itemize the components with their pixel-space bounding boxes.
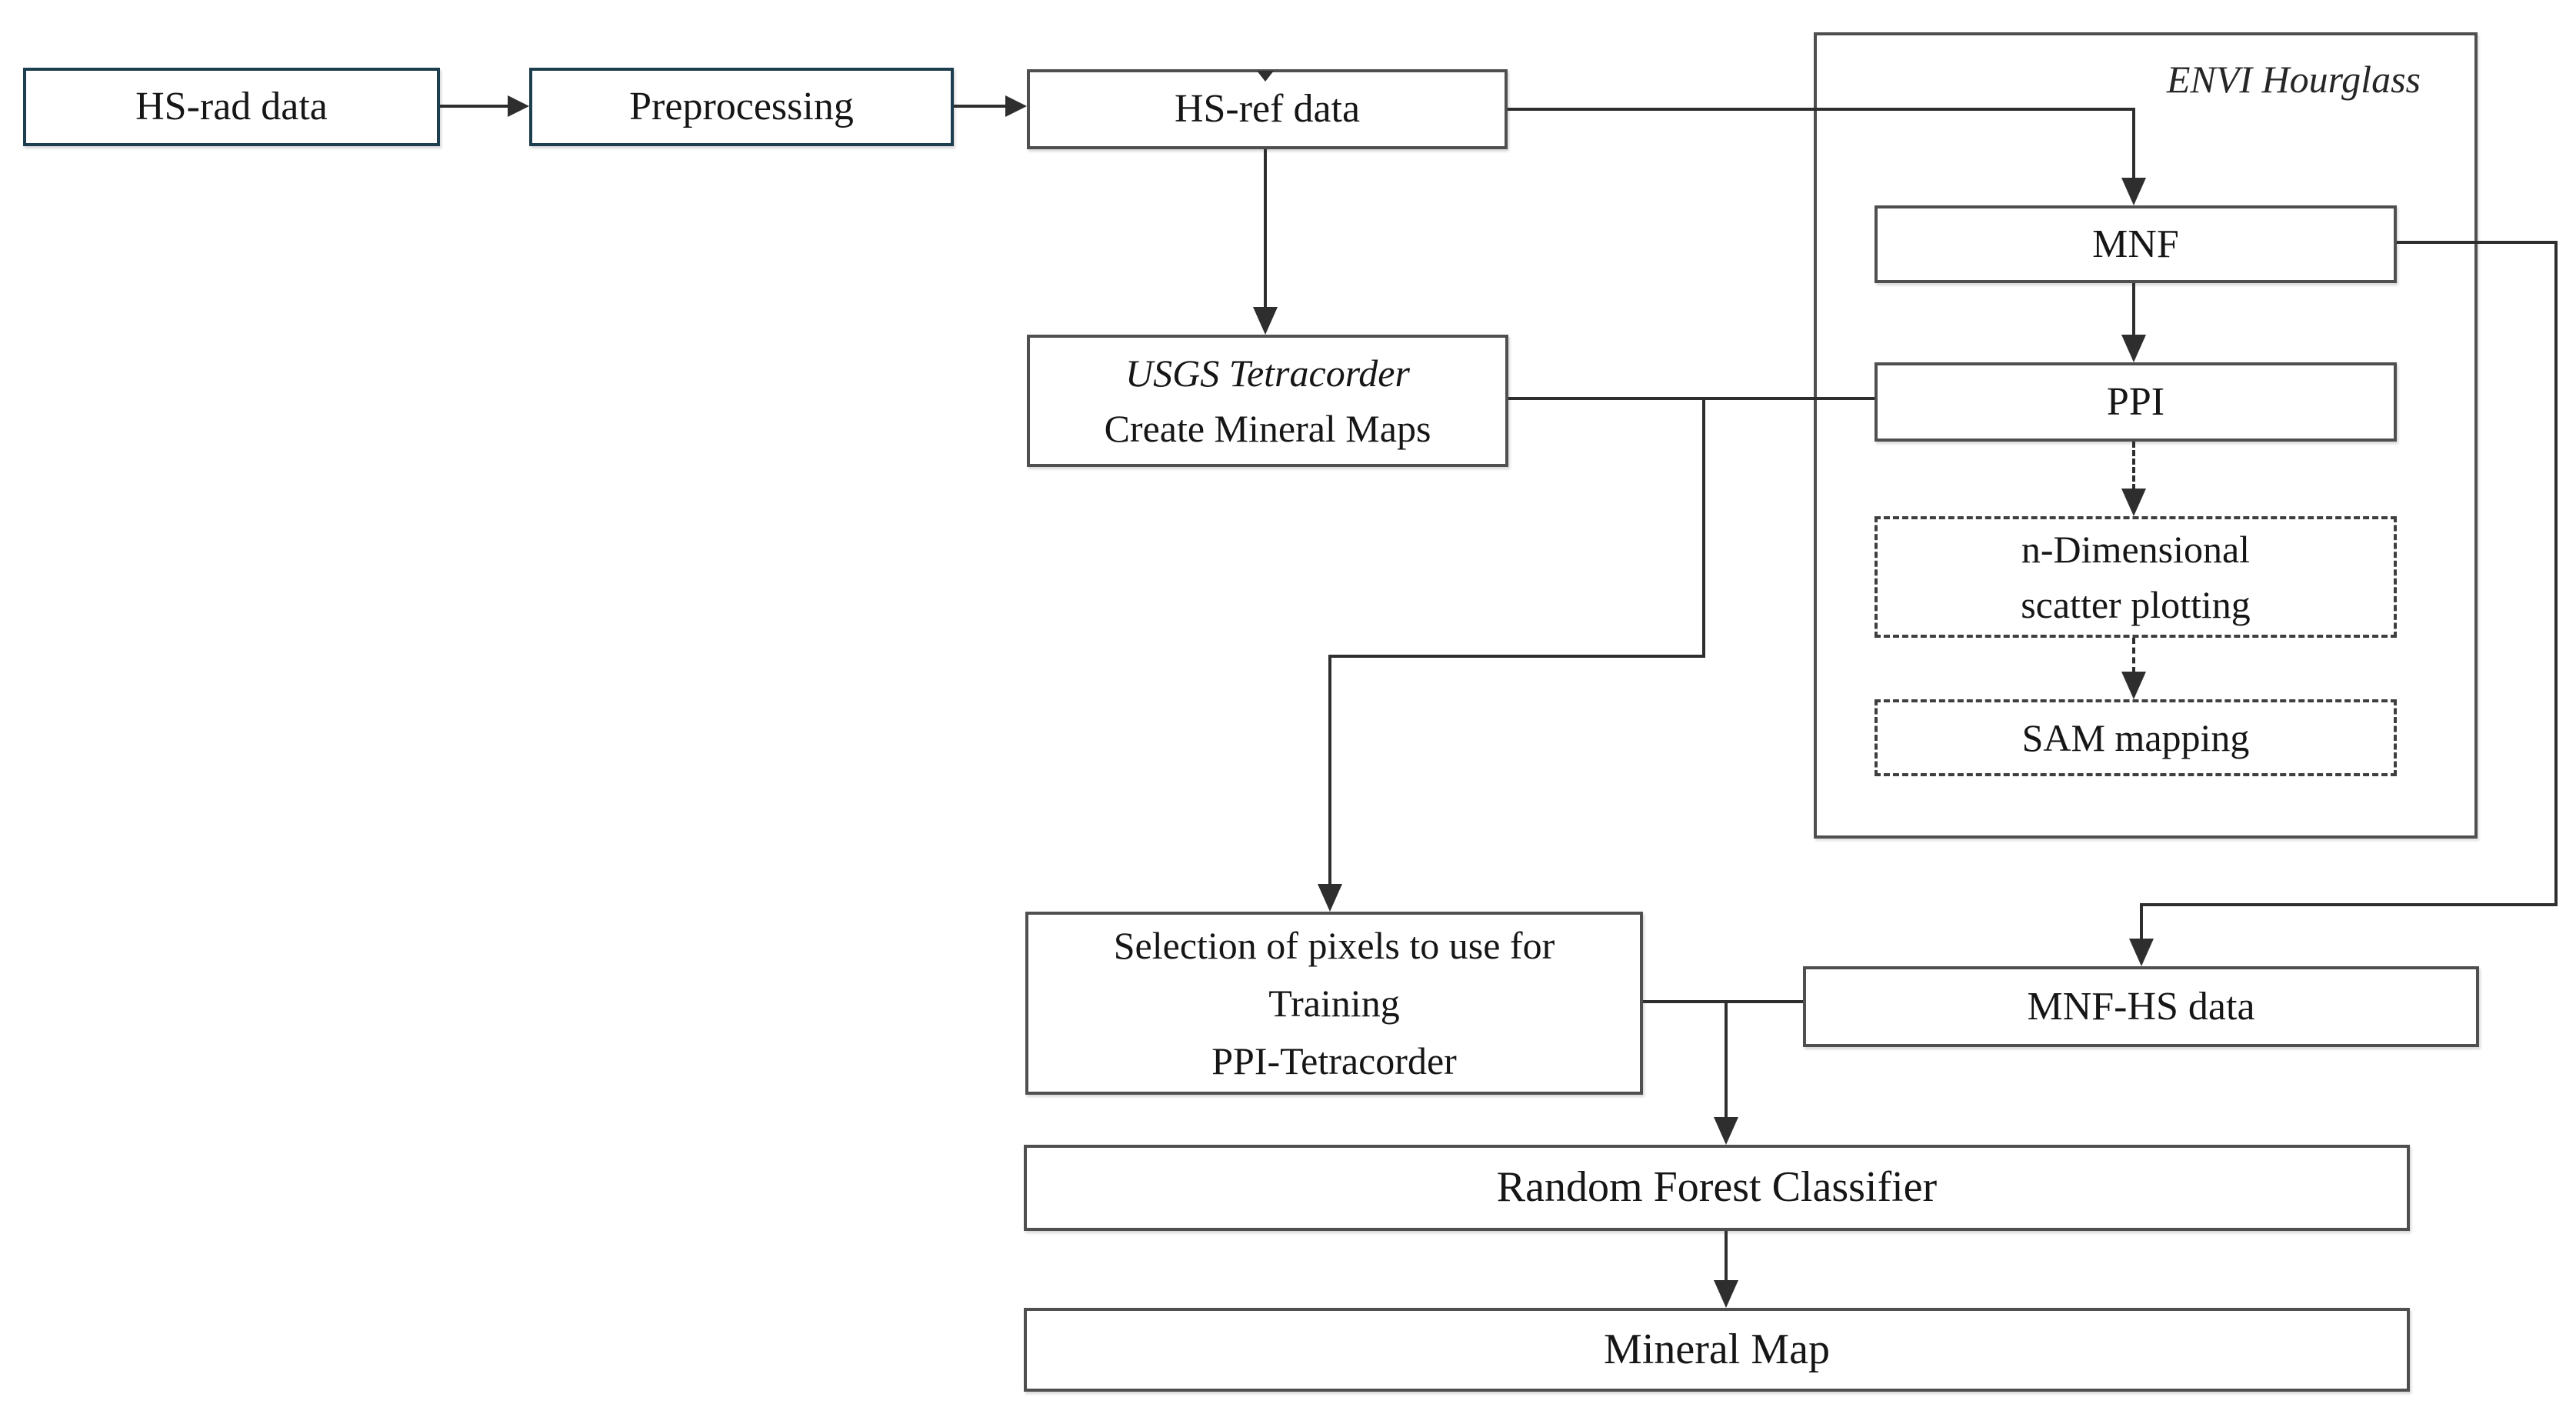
edge-ppi-nd-arrowhead-icon	[2121, 489, 2146, 516]
edge-mnf-mnfhs-drop-vertical	[2140, 903, 2143, 940]
node-random-forest-classifier: Random Forest Classifier	[1024, 1145, 2410, 1231]
edge-hsrad-preprocessing-shaft	[440, 105, 509, 108]
edge-rfc-mineralmap-arrowhead-icon	[1714, 1280, 1738, 1308]
node-hs-ref-data: HS-ref data	[1027, 69, 1508, 149]
node-hs-ref-data-label: HS-ref data	[1174, 87, 1361, 132]
node-mineral-map: Mineral Map	[1024, 1308, 2410, 1392]
node-usgs-line1: USGS Tetracorder	[1125, 351, 1410, 395]
hsref-top-nub-icon	[1257, 71, 1274, 82]
edge-preprocessing-hsref-arrowhead-icon	[1005, 95, 1027, 117]
node-ppi-label: PPI	[2106, 379, 2165, 424]
node-ppi: PPI	[1875, 362, 2397, 442]
node-mnf: MNF	[1875, 205, 2397, 283]
node-n-dimensional-scatter-plotting: n-Dimensional scatter plotting	[1875, 516, 2397, 638]
node-mnf-label: MNF	[2092, 222, 2179, 266]
edge-preprocessing-hsref-shaft	[954, 105, 1005, 108]
edge-usgs-ppi-horizontal	[1508, 397, 1875, 400]
edge-hsref-mnf-arrowhead-icon	[2121, 178, 2146, 205]
node-hs-rad-data-label: HS-rad data	[135, 85, 328, 129]
edge-hsref-usgs-arrowhead-icon	[1253, 307, 1278, 335]
edge-usgs-selection-vertical2	[1328, 655, 1331, 885]
node-mineral-map-label: Mineral Map	[1604, 1325, 1830, 1373]
node-selection-line2: Training	[1268, 981, 1400, 1025]
node-selection-line3: PPI-Tetracorder	[1211, 1039, 1457, 1082]
node-preprocessing: Preprocessing	[529, 68, 954, 146]
edge-selection-mnfhs-horizontal	[1643, 1000, 1803, 1003]
edge-selection-rfc-vertical	[1725, 1000, 1728, 1117]
node-sam-mapping: SAM mapping	[1875, 699, 2397, 776]
edge-usgs-selection-jog-horizontal	[1328, 655, 1705, 658]
edge-usgs-selection-arrowhead-icon	[1318, 884, 1342, 912]
node-mnf-hs-data: MNF-HS data	[1803, 966, 2479, 1047]
edge-hsref-usgs-shaft	[1264, 149, 1267, 308]
edge-rfc-mineralmap-shaft	[1725, 1231, 1728, 1282]
edge-nd-sam-arrowhead-icon	[2121, 672, 2146, 699]
edge-hsref-mnf-horizontal	[1508, 108, 2135, 111]
node-usgs-line2: Create Mineral Maps	[1104, 407, 1431, 450]
group-envi-hourglass-label: ENVI Hourglass	[2166, 58, 2421, 101]
edge-mnf-mnfhs-bottom-horizontal	[2140, 903, 2558, 906]
edge-hsref-mnf-vertical	[2132, 108, 2135, 179]
edge-usgs-selection-vertical1	[1702, 397, 1705, 658]
edge-mnf-ppi-arrowhead-icon	[2121, 335, 2146, 362]
node-preprocessing-label: Preprocessing	[629, 85, 854, 129]
node-nd-line2: scatter plotting	[2021, 583, 2251, 626]
edge-mnf-ppi-shaft	[2132, 283, 2135, 336]
edge-nd-sam-shaft	[2132, 638, 2135, 673]
node-hs-rad-data: HS-rad data	[23, 68, 440, 146]
edge-ppi-nd-shaft	[2132, 442, 2135, 490]
node-nd-line1: n-Dimensional	[2021, 527, 2251, 571]
edge-selection-rfc-arrowhead-icon	[1714, 1117, 1738, 1145]
node-usgs-tetracorder: USGS Tetracorder Create Mineral Maps	[1027, 335, 1508, 467]
edge-mnf-mnfhs-arrowhead-icon	[2129, 939, 2154, 966]
edge-mnf-mnfhs-top-horizontal	[2397, 241, 2558, 244]
node-mnf-hs-data-label: MNF-HS data	[2027, 984, 2255, 1029]
edge-hsrad-preprocessing-arrowhead-icon	[508, 95, 529, 117]
edge-mnf-mnfhs-right-vertical	[2554, 241, 2558, 906]
node-selection-line1: Selection of pixels to use for	[1113, 923, 1555, 967]
node-selection-of-pixels: Selection of pixels to use for Training …	[1025, 912, 1643, 1095]
group-envi-hourglass: ENVI Hourglass	[1814, 32, 2478, 839]
node-sam-mapping-label: SAM mapping	[2021, 715, 2250, 759]
node-rfc-label: Random Forest Classifier	[1496, 1163, 1938, 1212]
